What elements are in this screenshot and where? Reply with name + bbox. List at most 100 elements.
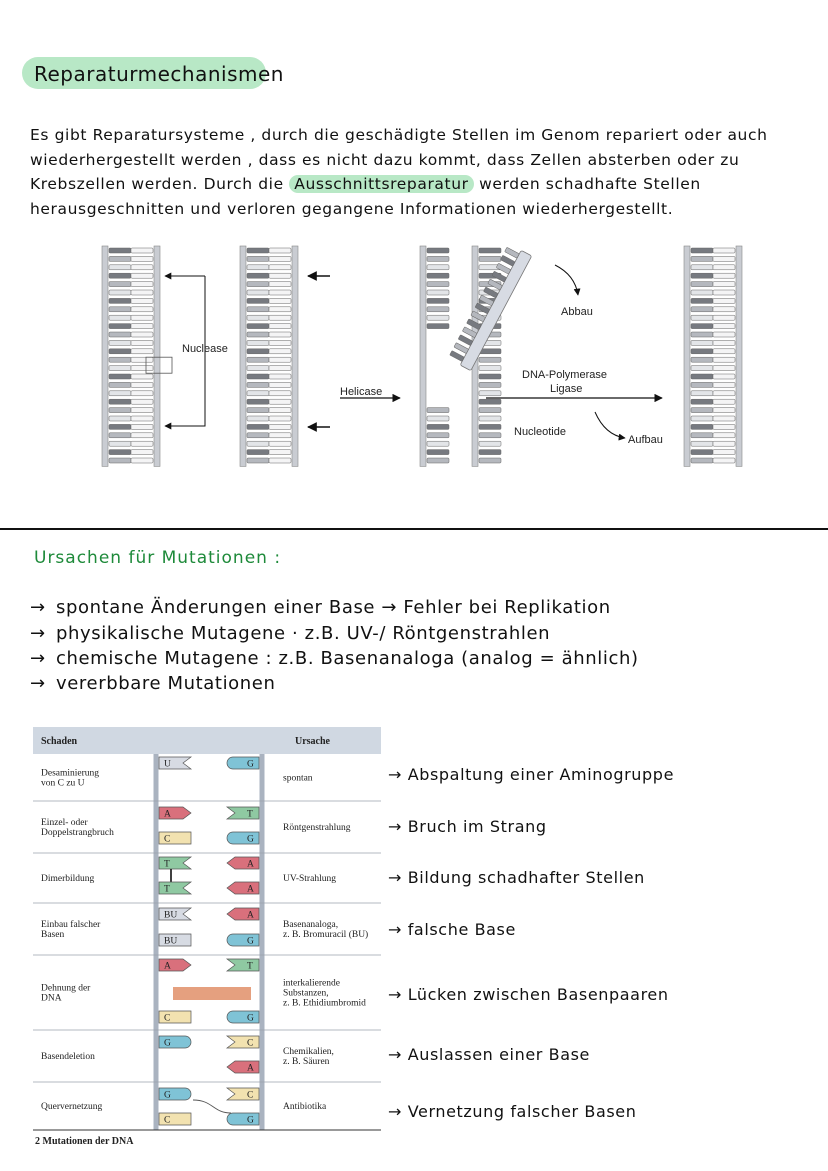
base-g: G — [227, 832, 259, 845]
base-letter: G — [247, 1014, 254, 1024]
base-g: G — [227, 934, 259, 947]
abbau-arrow — [555, 265, 578, 295]
dna-ladder — [684, 246, 742, 466]
base-a: A — [227, 908, 259, 921]
cause-label: UV-Strahlung — [283, 874, 336, 884]
cause-label: z. B. Bromuracil (BU) — [283, 929, 368, 940]
dna-ladder — [420, 246, 449, 466]
aufbau-arrow — [595, 412, 625, 438]
base-letter: G — [247, 760, 254, 770]
highlight-term: Ausschnittsreparatur — [289, 175, 473, 193]
base-letter: A — [247, 1064, 254, 1074]
intro-line-3-end: werden schadhafte Stellen — [474, 175, 701, 193]
damage-label: Basen — [41, 930, 64, 940]
note-2: → Bruch im Strang — [388, 817, 547, 836]
base-t: T — [159, 882, 191, 895]
base-g: G — [159, 1088, 191, 1101]
base-c: C — [159, 1113, 191, 1126]
section-divider — [0, 528, 828, 530]
damage-label: Dimerbildung — [41, 874, 95, 884]
base-letter: G — [247, 835, 254, 845]
cause-label: spontan — [283, 774, 313, 784]
base-letter: G — [164, 1039, 171, 1049]
intro-line-1: Es gibt Reparatursysteme , durch die ges… — [30, 126, 768, 144]
intro-line-3: Krebszellen werden. Durch die Ausschnitt… — [30, 175, 701, 193]
base-letter: A — [164, 962, 171, 972]
cause-label: Antibiotika — [283, 1102, 327, 1112]
base-g: G — [227, 1011, 259, 1024]
cause-item: →chemische Mutagene : z.B. Basenanaloga … — [30, 648, 639, 669]
base-c: C — [159, 1011, 191, 1024]
damage-label: Dehnung der — [41, 984, 91, 994]
base-letter: C — [247, 1039, 253, 1049]
aufbau-label: Aufbau — [628, 434, 663, 446]
arrow-icon: → — [30, 597, 56, 618]
cause-item: →vererbbare Mutationen — [30, 673, 275, 694]
base-letter: BU — [164, 911, 177, 921]
nucleotide-label: Nucleotide — [514, 426, 566, 438]
base-t: T — [227, 959, 259, 972]
cause-label: Substanzen, — [283, 989, 329, 999]
dna-ladder — [240, 246, 298, 466]
base-letter: G — [164, 1091, 171, 1101]
intercalator-bar — [173, 987, 251, 1000]
cause-label: Basenanaloga, — [283, 920, 338, 930]
base-bu: BU — [159, 908, 191, 921]
note-6: → Auslassen einer Base — [388, 1045, 590, 1064]
intro-line-3-start: Krebszellen werden. Durch die — [30, 175, 289, 193]
base-t: T — [159, 857, 191, 870]
table-caption: 2 Mutationen der DNA — [35, 1136, 134, 1147]
damage-label: Basendeletion — [41, 1052, 95, 1062]
base-c: C — [227, 1036, 259, 1049]
damage-label: Quervernetzung — [41, 1102, 102, 1112]
cause-label: z. B. Ethidiumbromid — [283, 999, 366, 1009]
header-ursache: Ursache — [295, 736, 331, 747]
note-1: → Abspaltung einer Aminogruppe — [388, 765, 674, 784]
damage-label: Doppelstrangbruch — [41, 828, 114, 838]
base-letter: C — [164, 835, 170, 845]
dna-ladder — [102, 246, 172, 466]
cause-text: physikalische Mutagene · z.B. UV-/ Röntg… — [56, 623, 550, 644]
cause-text: vererbbare Mutationen — [56, 673, 275, 694]
arrow-icon: → — [30, 623, 56, 644]
base-letter: C — [164, 1116, 170, 1126]
cause-label: z. B. Säuren — [283, 1057, 330, 1067]
damage-label: Einbau falscher — [41, 919, 101, 930]
arrow-icon: → — [30, 673, 56, 694]
damage-label: DNA — [41, 994, 62, 1004]
base-letter: A — [247, 911, 254, 921]
helicase-label: Helicase — [340, 386, 382, 398]
header-schaden: Schaden — [41, 736, 78, 747]
base-g: G — [227, 757, 259, 770]
intro-line-4: herausgeschnitten und verloren gegangene… — [30, 200, 673, 218]
crosslink — [193, 1100, 231, 1113]
base-letter: A — [247, 885, 254, 895]
base-letter: BU — [164, 937, 177, 947]
base-g: G — [159, 1036, 191, 1049]
base-letter: G — [247, 1116, 254, 1126]
base-a: A — [159, 959, 191, 972]
base-u: U — [159, 757, 191, 770]
cause-text: chemische Mutagene : z.B. Basenanaloga (… — [56, 648, 639, 669]
note-3: → Bildung schadhafter Stellen — [388, 868, 645, 887]
base-letter: C — [247, 1091, 253, 1101]
cause-label: interkalierende — [283, 979, 340, 989]
section-title-causes: Ursachen für Mutationen : — [34, 548, 281, 568]
base-letter: T — [164, 860, 170, 870]
cause-label: Chemikalien, — [283, 1047, 334, 1057]
base-a: A — [227, 1061, 259, 1074]
base-letter: T — [247, 962, 253, 972]
arrow-icon: → — [30, 648, 56, 669]
base-a: A — [227, 882, 259, 895]
note-7: → Vernetzung falscher Basen — [388, 1102, 636, 1121]
base-letter: T — [247, 810, 253, 820]
cause-text: spontane Änderungen einer Base → Fehler … — [56, 597, 611, 618]
base-letter: U — [164, 760, 171, 770]
damage-label: Einzel- oder — [41, 818, 89, 828]
excision-repair-diagram: Nuclease Helicase Abbau DNA-Polymerase L… — [90, 240, 750, 475]
damage-label: von C zu U — [41, 779, 85, 789]
page-title: Reparaturmechanismen — [34, 62, 284, 86]
intro-line-2: wiederhergestellt werden , dass es nicht… — [30, 151, 739, 169]
base-letter: A — [164, 810, 171, 820]
